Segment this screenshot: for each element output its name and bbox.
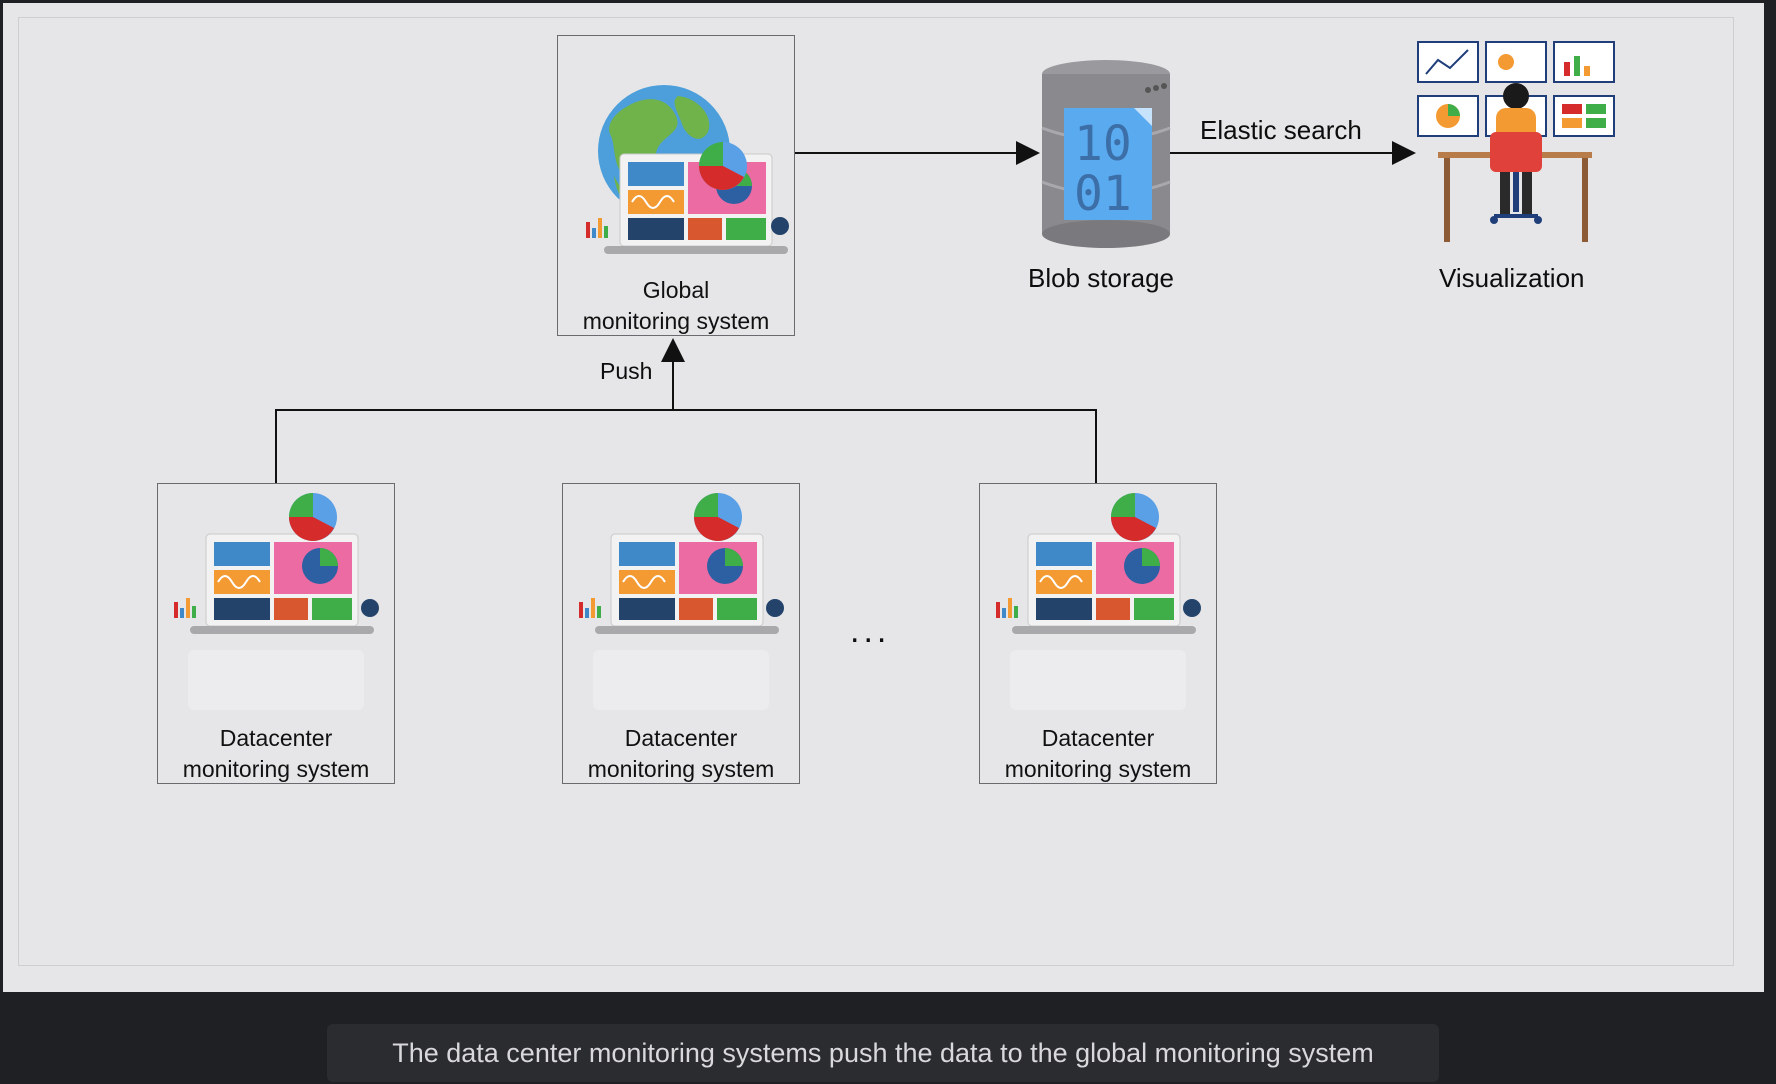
- datacenter-node-1: Datacenter monitoring system: [157, 483, 395, 784]
- elastic-search-label: Elastic search: [1200, 115, 1362, 145]
- blob-bits-top: 10: [1074, 116, 1132, 172]
- label-placeholder: [1010, 650, 1186, 710]
- ellipsis: ...: [850, 612, 891, 650]
- dashboard-laptop-icon: [174, 493, 379, 634]
- datacenter-node-3: Datacenter monitoring system: [979, 483, 1217, 784]
- database-icon: [1041, 60, 1171, 248]
- visualization-icon: [1417, 41, 1615, 242]
- datacenter-2-label-line2: monitoring system: [587, 756, 775, 782]
- push-label: Push: [600, 358, 653, 384]
- caption-text: The data center monitoring systems push …: [392, 1038, 1374, 1068]
- datacenter-1-label-line1: Datacenter: [219, 725, 333, 751]
- label-placeholder: [188, 650, 364, 710]
- blob-storage-label: Blob storage: [1028, 263, 1174, 293]
- global-monitoring-node: Global monitoring system: [557, 35, 795, 336]
- datacenter-node-2: Datacenter monitoring system: [562, 483, 800, 784]
- datacenter-3-label-line1: Datacenter: [1041, 725, 1155, 751]
- dashboard-laptop-icon: [579, 493, 784, 634]
- label-placeholder: [593, 650, 769, 710]
- figure-caption: The data center monitoring systems push …: [327, 1024, 1439, 1082]
- diagram-frame: [18, 17, 1734, 966]
- global-label-line1: Global: [642, 277, 710, 303]
- blob-bits-bottom: 01: [1074, 166, 1132, 222]
- dashboard-laptop-icon: [586, 142, 789, 254]
- dc1-connector: [275, 409, 1097, 483]
- datacenter-2-label-line1: Datacenter: [624, 725, 738, 751]
- datacenter-1-label-line2: monitoring system: [182, 756, 370, 782]
- dashboard-laptop-icon: [996, 493, 1201, 634]
- visualization-label: Visualization: [1439, 263, 1585, 293]
- global-label-line2: monitoring system: [582, 308, 770, 334]
- datacenter-3-label-line2: monitoring system: [1004, 756, 1192, 782]
